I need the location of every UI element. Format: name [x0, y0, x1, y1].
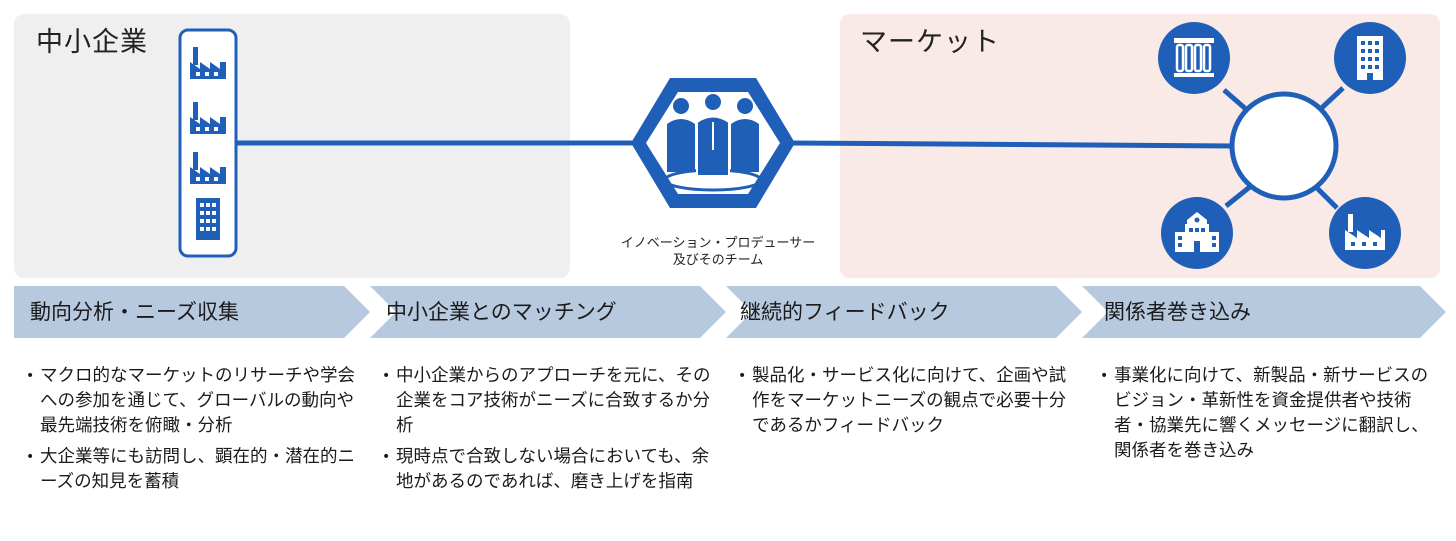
- team-hexagon: [631, 78, 795, 208]
- team-caption-line2: 及びそのチーム: [672, 253, 764, 268]
- description-bullet: 製品化・サービス化に向けて、企画や試作をマーケットニーズの観点で必要十分であるか…: [738, 364, 1074, 439]
- factory-icon: [190, 152, 226, 184]
- step-label: 継続的フィードバック: [740, 300, 950, 324]
- description-bullet: 大企業等にも訪問し、顕在的・潜在的ニーズの知見を蓄積: [26, 445, 356, 495]
- step-arrow-shape: [14, 286, 370, 338]
- step-description-feedback: 製品化・サービス化に向けて、企画や試作をマーケットニーズの観点で必要十分であるか…: [738, 364, 1074, 445]
- description-bullet: 中小企業からのアプローチを元に、その企業をコア技術がニーズに合致するか分析: [382, 364, 712, 439]
- network-diagram: [178, 22, 1406, 269]
- office-building-icon: [196, 198, 220, 240]
- step-arrow-matching: 中小企業とのマッチング: [370, 286, 726, 338]
- step-description-trend-analysis: マクロ的なマーケットのリサーチや学会への参加を通じて、グローバルの動向や最先端技…: [26, 364, 356, 501]
- team-caption-line1: イノベーション・プロデューサー: [620, 236, 816, 251]
- step-arrow-shape: [370, 286, 726, 338]
- step-label: 中小企業とのマッチング: [386, 300, 617, 324]
- step-arrow-trend-analysis: 動向分析・ニーズ収集: [14, 286, 370, 338]
- connector-team-to-market: [789, 140, 1235, 149]
- market-node-office: [1334, 22, 1406, 94]
- market-node-laboratory: [1158, 22, 1230, 94]
- sme-icon-column: [178, 28, 238, 258]
- description-bullet: マクロ的なマーケットのリサーチや学会への参加を通じて、グローバルの動向や最先端技…: [26, 364, 356, 439]
- market-panel-title: マーケット: [860, 27, 1000, 58]
- description-bullet: 事業化に向けて、新製品・新サービスのビジョン・革新性を資金提供者や技術者・協業先…: [1100, 364, 1430, 464]
- laboratory-icon: [1174, 38, 1214, 77]
- step-label: 関係者巻き込み: [1104, 300, 1251, 324]
- step-arrow-feedback: 継続的フィードバック: [726, 286, 1082, 338]
- step-description-stakeholders: 事業化に向けて、新製品・新サービスのビジョン・革新性を資金提供者や技術者・協業先…: [1100, 364, 1430, 470]
- market-node-school: [1161, 197, 1233, 269]
- step-description-matching: 中小企業からのアプローチを元に、その企業をコア技術がニーズに合致するか分析 現時…: [382, 364, 712, 501]
- step-arrow-stakeholders: 関係者巻き込み: [1082, 286, 1446, 338]
- sme-panel: [14, 14, 570, 278]
- sme-panel-title: 中小企業: [36, 27, 148, 58]
- school-icon: [1175, 212, 1219, 252]
- market-hub: [1229, 91, 1339, 201]
- description-bullet: 現時点で合致しない場合においても、余地があるのであれば、磨き上げを指南: [382, 445, 712, 495]
- step-label: 動向分析・ニーズ収集: [30, 300, 239, 324]
- step-arrow-shape: [726, 286, 1082, 338]
- team-people-icon: [663, 92, 763, 192]
- factory-icon: [1345, 214, 1385, 250]
- factory-icon: [190, 47, 226, 79]
- office-building-icon: [1357, 36, 1383, 80]
- step-arrow-shape: [1082, 286, 1446, 338]
- factory-icon: [190, 102, 226, 134]
- market-node-factory: [1329, 197, 1401, 269]
